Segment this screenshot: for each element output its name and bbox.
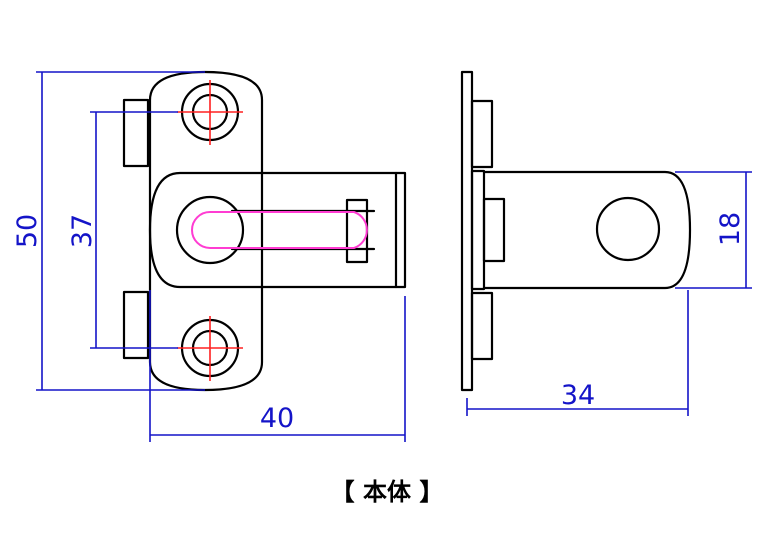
front-dimensions: 50 37 40	[12, 71, 406, 442]
centerlines	[177, 80, 243, 381]
dim-arm-height: 18	[715, 212, 746, 246]
side-arm-hole	[595, 196, 661, 262]
latch-arm	[148, 171, 407, 289]
tab-top	[122, 98, 150, 168]
front-view	[122, 70, 407, 392]
side-arm	[482, 170, 692, 290]
side-dimensions: 18 34	[466, 171, 752, 416]
dim-hole-pitch: 37	[67, 214, 98, 248]
slide-block	[345, 198, 369, 264]
side-knob	[482, 197, 506, 263]
tab-bottom	[122, 290, 150, 360]
side-back-plate	[460, 70, 474, 392]
arm-hole	[175, 195, 245, 265]
side-view	[460, 70, 692, 392]
dim-height-total: 50	[12, 214, 43, 248]
dim-width-front: 40	[260, 403, 294, 434]
dim-depth-side: 34	[561, 380, 595, 411]
side-collar	[470, 169, 486, 291]
side-block-top	[470, 99, 494, 169]
slot-highlight	[191, 211, 368, 249]
mounting-plate	[148, 70, 264, 392]
caption: 【 本体 】	[331, 478, 444, 506]
side-block-bottom	[470, 291, 494, 361]
